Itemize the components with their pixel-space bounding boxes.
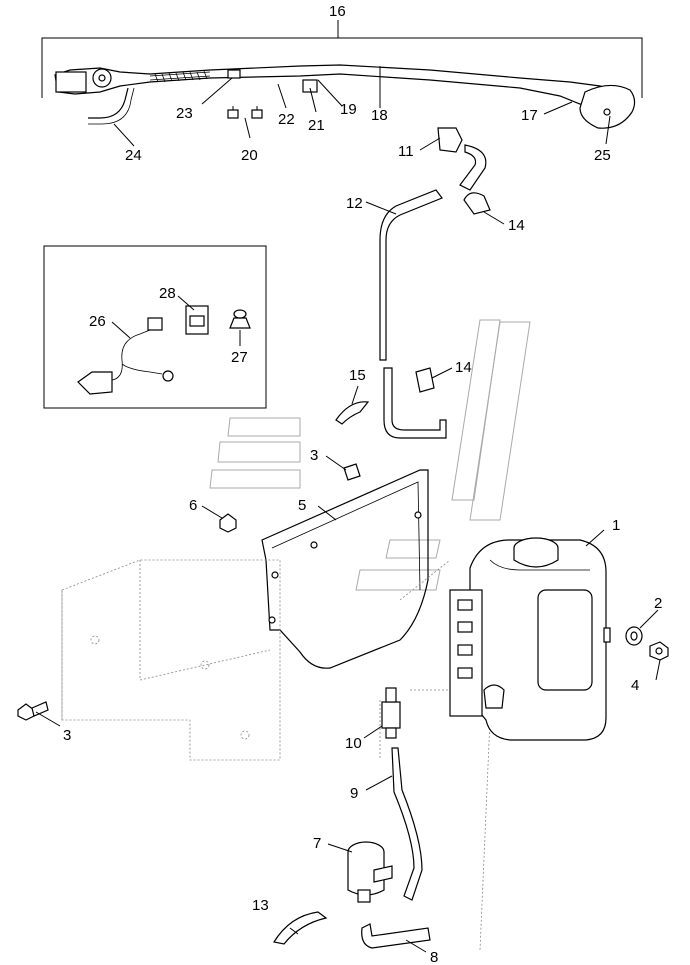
callout-25: 25 — [594, 147, 611, 164]
washer-reservoir — [449, 537, 611, 741]
inset-box — [43, 245, 267, 409]
callout-28: 28 — [159, 285, 176, 302]
callout-17: 17 — [521, 107, 538, 124]
callout-3a: 3 — [310, 447, 318, 464]
callout-23: 23 — [176, 105, 193, 122]
callout-11: 11 — [398, 143, 414, 160]
pump-assembly — [273, 687, 431, 949]
callout-5: 5 — [298, 497, 306, 514]
callout-27: 27 — [231, 349, 248, 366]
washer-nut — [625, 626, 669, 661]
callout-14a: 14 — [508, 217, 525, 234]
callout-labels: 1 2 3 3 4 5 6 7 8 9 10 11 12 13 14 14 15… — [63, 3, 662, 965]
callout-6: 6 — [189, 497, 197, 514]
callout-4: 4 — [631, 677, 639, 694]
background-watermark — [209, 319, 531, 591]
callout-3b: 3 — [63, 727, 71, 744]
callout-10: 10 — [345, 735, 362, 752]
callout-9: 9 — [350, 785, 358, 802]
callout-22: 22 — [278, 111, 295, 128]
mounting-bracket — [219, 401, 429, 669]
callout-18: 18 — [371, 107, 388, 124]
callout-15: 15 — [349, 367, 366, 384]
bolt — [17, 701, 49, 721]
callout-8: 8 — [430, 949, 438, 965]
callout-16: 16 — [329, 3, 346, 20]
wiper-arm-assembly — [41, 20, 643, 129]
callout-1: 1 — [612, 517, 620, 534]
callout-7: 7 — [313, 835, 321, 852]
leader-lines — [35, 66, 661, 953]
callout-14b: 14 — [455, 359, 472, 376]
callout-13: 13 — [252, 897, 269, 914]
washer-hose-upper — [379, 127, 491, 439]
callout-12: 12 — [346, 195, 363, 212]
callout-2: 2 — [654, 595, 662, 612]
callout-26: 26 — [89, 313, 106, 330]
ghost-frame — [61, 559, 491, 951]
callout-21: 21 — [308, 117, 325, 134]
callout-24: 24 — [125, 147, 142, 164]
callout-19: 19 — [340, 101, 357, 118]
callout-20: 20 — [241, 147, 258, 164]
